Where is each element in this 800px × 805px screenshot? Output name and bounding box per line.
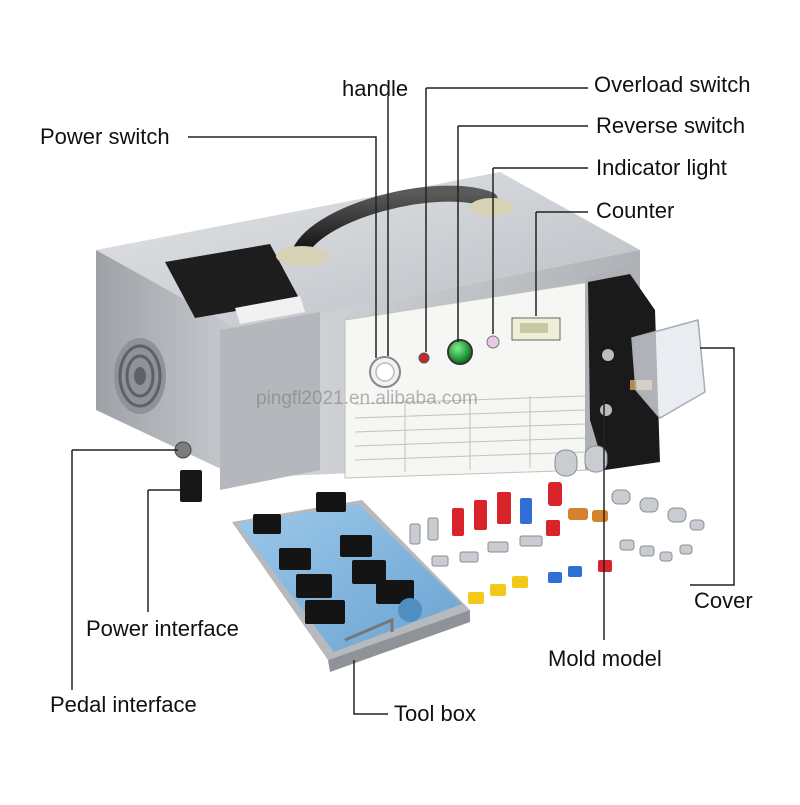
callout-handle: handle: [342, 76, 409, 101]
callout-counter: Counter: [596, 198, 675, 223]
power-switch: [369, 356, 401, 388]
callout-overload-switch: Overload switch: [594, 72, 751, 97]
watermark: pingfl2021.en.alibaba.com: [256, 388, 478, 409]
reverse-switch: [447, 339, 473, 365]
handle: [276, 185, 514, 266]
callout-power-switch: Power switch: [40, 124, 170, 149]
callout-reverse-switch: Reverse switch: [596, 113, 746, 138]
callout-lines: [71, 87, 735, 715]
overload-switch: [418, 352, 430, 364]
fan-grille: [114, 338, 166, 414]
model-label-plate: [165, 244, 300, 318]
callout-power-interface: Power interface: [86, 616, 239, 641]
callout-mold-model: Mold model: [548, 646, 662, 671]
casing-left-side: [96, 250, 240, 478]
callout-cover: Cover: [694, 588, 753, 613]
callout-pedal-interface: Pedal interface: [50, 692, 197, 717]
power-port: [180, 470, 202, 502]
callout-indicator-light: Indicator light: [596, 155, 727, 180]
tool-box: [232, 492, 470, 672]
callout-tool-box: Tool box: [394, 701, 476, 726]
counter: [511, 317, 561, 341]
indicator-light: [486, 335, 500, 349]
clear-cover: [631, 319, 706, 419]
